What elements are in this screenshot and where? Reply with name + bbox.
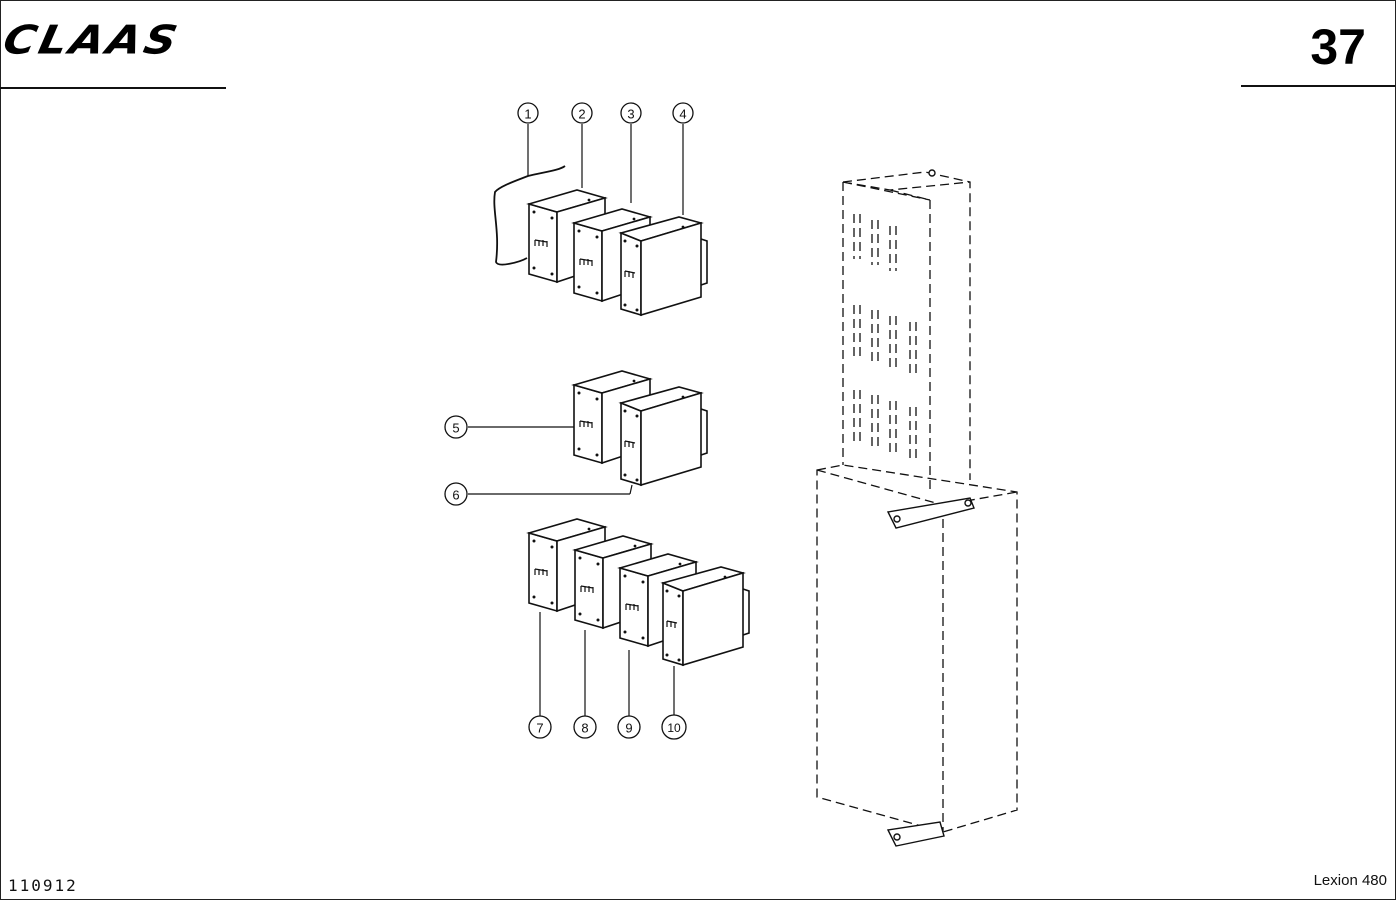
control-unit-6 <box>620 386 708 486</box>
callout-1: 1 <box>517 102 539 124</box>
svg-text:6: 6 <box>452 488 459 503</box>
control-unit-4 <box>620 216 708 316</box>
callout-6: 6 <box>444 482 468 506</box>
header-rule-right <box>1241 85 1395 87</box>
callout-10: 10 <box>661 714 687 740</box>
control-unit-10 <box>662 566 750 666</box>
document-number: 110912 <box>8 876 78 895</box>
callout-4: 4 <box>672 102 694 124</box>
cabinet-outline <box>816 171 1018 833</box>
svg-text:7: 7 <box>536 721 543 736</box>
callout-3: 3 <box>620 102 642 124</box>
callout-9: 9 <box>617 715 641 739</box>
page-number: 37 <box>1310 19 1366 75</box>
callout-7: 7 <box>528 715 552 739</box>
svg-text:3: 3 <box>627 107 634 122</box>
svg-text:8: 8 <box>581 721 588 736</box>
svg-text:10: 10 <box>667 721 681 735</box>
wire-harness <box>493 165 566 266</box>
svg-text:4: 4 <box>679 107 686 122</box>
svg-text:9: 9 <box>625 721 632 736</box>
svg-text:2: 2 <box>578 107 585 122</box>
header-rule-left <box>0 87 226 89</box>
callout-8: 8 <box>573 715 597 739</box>
mounting-brackets <box>886 169 975 847</box>
callout-5: 5 <box>444 415 468 439</box>
svg-text:5: 5 <box>452 421 459 436</box>
svg-text:1: 1 <box>524 107 531 122</box>
leader-lines <box>468 124 684 716</box>
model-name: Lexion 480 <box>1313 872 1387 889</box>
callout-2: 2 <box>571 102 593 124</box>
